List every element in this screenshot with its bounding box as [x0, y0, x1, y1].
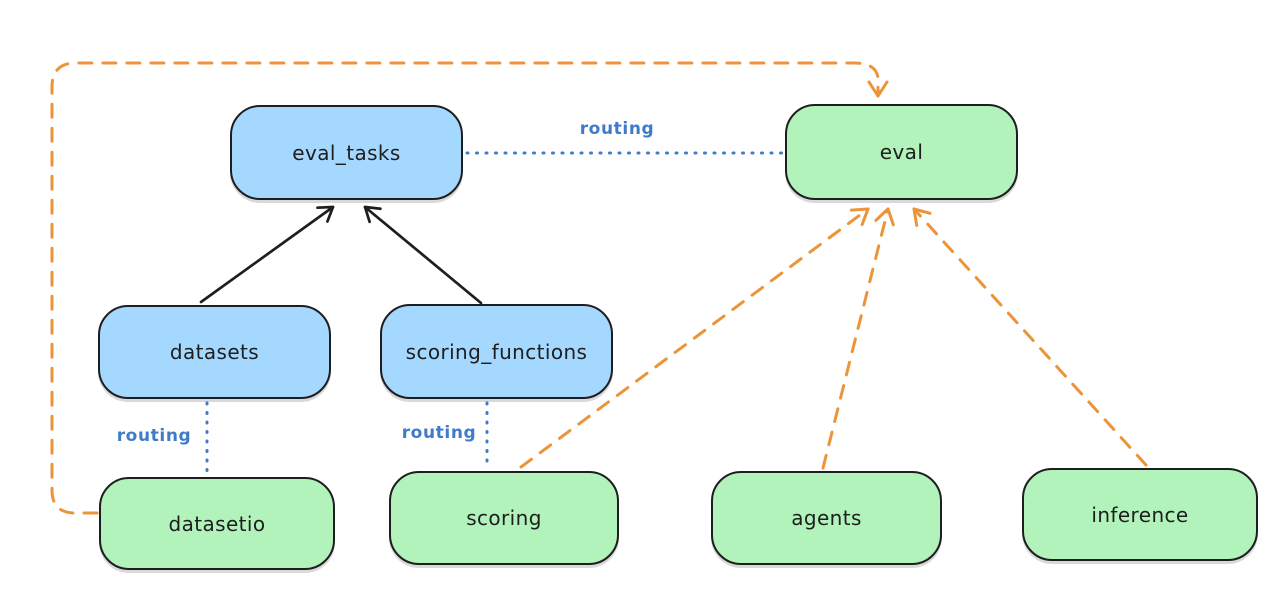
node-eval: eval [785, 104, 1018, 200]
node-scoring-functions: scoring_functions [380, 304, 613, 399]
node-scoring: scoring [389, 471, 619, 565]
node-scoring-functions-label: scoring_functions [405, 339, 588, 364]
node-inference-label: inference [1091, 502, 1189, 527]
node-agents-label: agents [791, 506, 862, 530]
edge-datasetio-to-eval [50, 61, 889, 515]
node-eval-tasks: eval_tasks [230, 105, 463, 200]
node-scoring-label: scoring [466, 506, 542, 530]
node-datasetio: datasetio [99, 477, 335, 570]
edge-scoring-to-eval [519, 207, 870, 469]
node-datasetio-label: datasetio [168, 511, 266, 536]
routing-label-eval-tasks-eval: routing [579, 119, 655, 139]
node-datasets: datasets [98, 305, 331, 399]
routing-label-scoring-functions-scoring: routing [401, 423, 477, 443]
node-eval-tasks-label: eval_tasks [292, 140, 401, 165]
node-agents: agents [711, 471, 942, 565]
edge-agents-to-eval [821, 207, 895, 470]
routing-label-datasets-datasetio: routing [116, 426, 192, 446]
node-eval-label: eval [879, 140, 924, 164]
edge-inference-to-eval [912, 207, 1148, 467]
edge-scoring-functions-to-eval-tasks [363, 205, 483, 305]
node-inference: inference [1022, 468, 1258, 561]
node-datasets-label: datasets [169, 340, 260, 364]
edge-datasets-to-eval-tasks [199, 205, 335, 304]
